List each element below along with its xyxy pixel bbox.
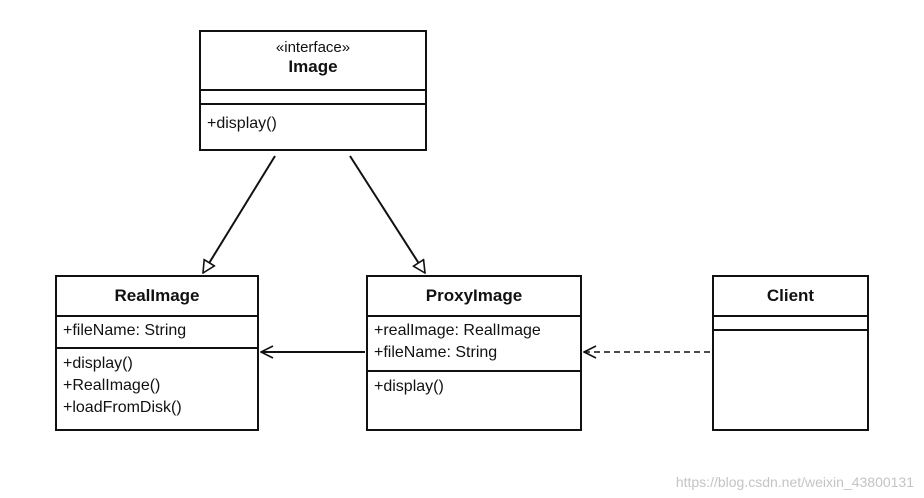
attribute-realimage: +realImage: RealImage bbox=[374, 322, 541, 339]
watermark-url: https://blog.csdn.net/weixin_43800131 bbox=[675, 474, 914, 490]
class-proxyimage-name: ProxyImage bbox=[425, 286, 523, 305]
class-client-operations bbox=[714, 329, 867, 429]
class-proxyimage: ProxyImage +realImage: RealImage +fileNa… bbox=[366, 275, 582, 431]
class-client-attributes bbox=[714, 315, 867, 329]
realization-realimage-to-image bbox=[203, 155, 276, 273]
class-proxyimage-attributes: +realImage: RealImage +fileName: String bbox=[368, 315, 580, 370]
class-realimage-name-compartment: RealImage bbox=[57, 277, 257, 315]
class-realimage-operations: +display() +RealImage() +loadFromDisk() bbox=[57, 347, 257, 429]
class-image-attributes bbox=[201, 89, 425, 103]
operation-display: +display() bbox=[63, 355, 133, 372]
class-image: «interface» Image +display() bbox=[199, 30, 427, 151]
operation-loadfromdisk: +loadFromDisk() bbox=[63, 399, 182, 416]
operation-display: +display() bbox=[374, 378, 444, 395]
class-realimage: RealImage +fileName: String +display() +… bbox=[55, 275, 259, 431]
attribute-filename: +fileName: String bbox=[374, 344, 498, 361]
attribute-filename: +fileName: String bbox=[63, 322, 187, 339]
class-image-operations: +display() bbox=[201, 103, 425, 149]
class-image-name-compartment: «interface» Image bbox=[201, 32, 425, 89]
class-realimage-name: RealImage bbox=[114, 286, 200, 305]
class-image-stereotype: «interface» bbox=[275, 39, 351, 56]
class-client: Client bbox=[712, 275, 869, 431]
class-proxyimage-name-compartment: ProxyImage bbox=[368, 277, 580, 315]
realization-proxyimage-to-image bbox=[349, 155, 425, 273]
operation-display: +display() bbox=[207, 115, 277, 132]
operation-realimage-constructor: +RealImage() bbox=[63, 377, 161, 394]
class-client-name: Client bbox=[766, 286, 815, 305]
class-proxyimage-operations: +display() bbox=[368, 370, 580, 429]
class-client-name-compartment: Client bbox=[714, 277, 867, 315]
class-realimage-attributes: +fileName: String bbox=[57, 315, 257, 347]
class-image-name: Image bbox=[288, 57, 338, 76]
